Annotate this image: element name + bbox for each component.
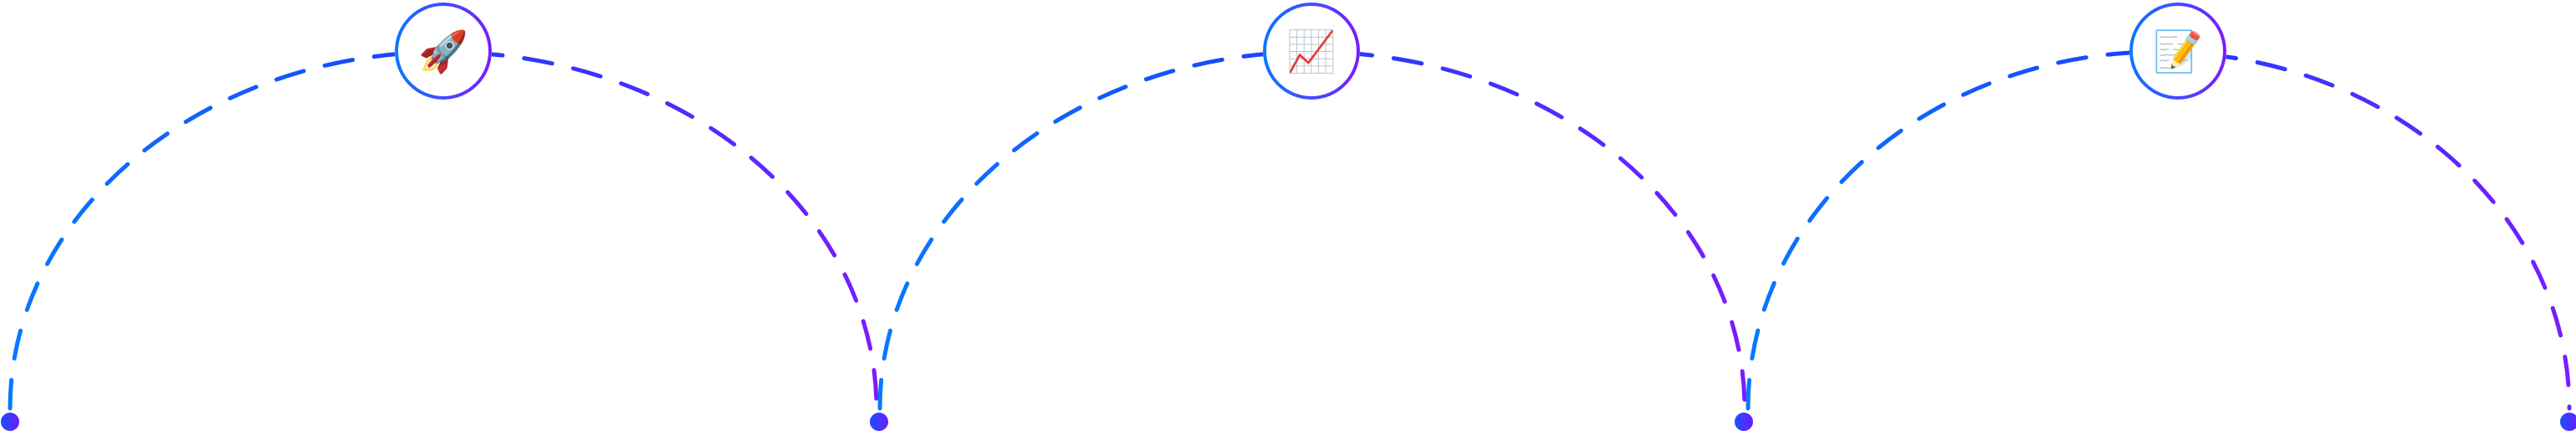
endpoint-dot: [870, 413, 888, 431]
arc-3: [1745, 49, 2572, 411]
chart-node: 📈: [1263, 3, 1360, 100]
rocket-icon: 🚀: [418, 28, 468, 75]
endpoint-dot: [1735, 413, 1753, 431]
endpoint-dot: [2560, 413, 2576, 431]
arc-2: [877, 49, 1747, 411]
endpoint-dot: [1, 413, 19, 431]
rocket-node: 🚀: [395, 3, 492, 100]
chart-increasing-icon: 📈: [1286, 28, 1337, 75]
memo-node: 📝: [2129, 3, 2226, 100]
arc-1: [8, 49, 879, 411]
memo-icon: 📝: [2153, 28, 2203, 75]
